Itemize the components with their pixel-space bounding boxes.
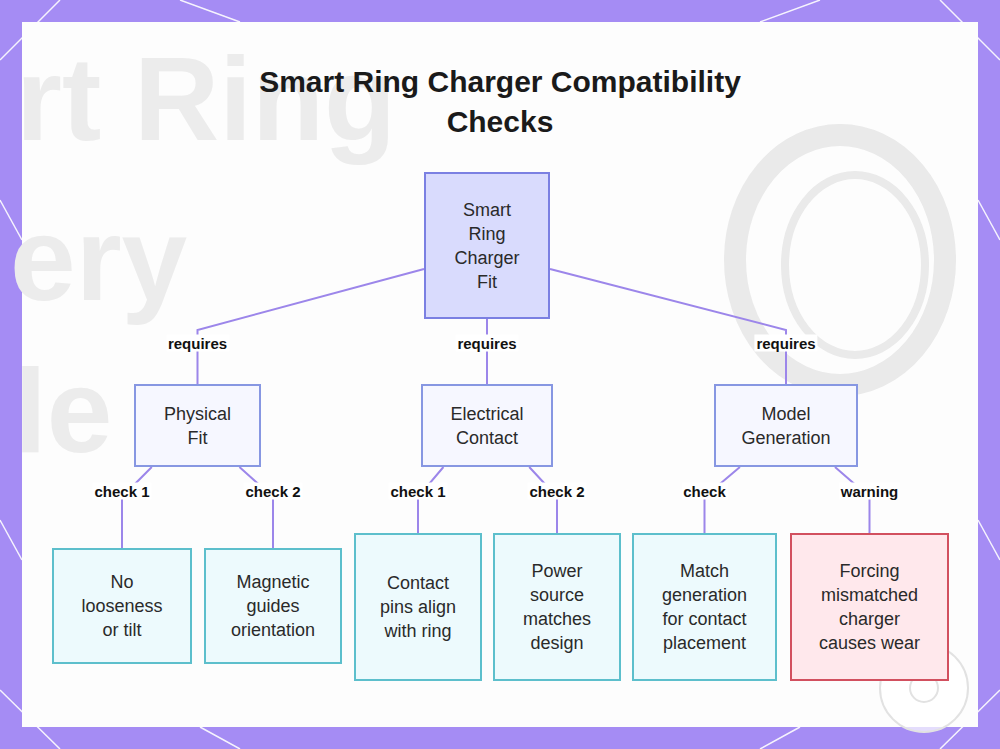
root-box: Smart Ring Charger Fit: [424, 172, 550, 319]
check-box: No looseness or tilt: [52, 548, 192, 664]
edge-label: check 2: [243, 483, 302, 500]
watermark-text: ery: [10, 200, 187, 318]
connector-line: [239, 467, 273, 548]
connector-line: [835, 467, 870, 533]
connector-line: [529, 467, 557, 533]
node-text: Model Generation: [736, 402, 836, 450]
node-text: No looseness or tilt: [78, 570, 166, 642]
connector-line: [198, 269, 425, 384]
edge-label: requires: [754, 335, 817, 352]
edge-label: requires: [455, 335, 518, 352]
check-box: Magnetic guides orientation: [204, 548, 342, 664]
ring-illustration: [735, 135, 945, 385]
connector-line: [418, 467, 443, 533]
connector-line: [550, 269, 786, 384]
diagram-title: Smart Ring Charger Compatibility Checks: [230, 62, 770, 142]
connector-line: [122, 467, 152, 548]
connector-line: [486, 319, 488, 384]
node-text: Match generation for contact placement: [658, 559, 751, 655]
watermark-text: le: [14, 352, 112, 470]
category-box: Electrical Contact: [421, 384, 553, 467]
category-box: Physical Fit: [134, 384, 261, 467]
edge-label: warning: [839, 483, 901, 500]
node-text: Physical Fit: [156, 402, 239, 450]
edge-label: check 2: [527, 483, 586, 500]
edge-label: check 1: [92, 483, 151, 500]
check-box: Contact pins align with ring: [354, 533, 482, 681]
node-text: Power source matches design: [511, 559, 603, 655]
edge-label: check 1: [388, 483, 447, 500]
edge-label: requires: [166, 335, 229, 352]
check-box: Power source matches design: [493, 533, 621, 681]
node-text: Forcing mismatched charger causes wear: [818, 559, 921, 655]
check-box: Match generation for contact placement: [632, 533, 777, 681]
node-text: Smart Ring Charger Fit: [448, 198, 526, 294]
warning-box: Forcing mismatched charger causes wear: [790, 533, 949, 681]
edge-label: check: [681, 483, 728, 500]
category-box: Model Generation: [714, 384, 858, 467]
node-text: Magnetic guides orientation: [224, 570, 322, 642]
connector-line: [705, 467, 740, 533]
watermark-text: rt Ring: [16, 40, 396, 158]
node-text: Contact pins align with ring: [372, 571, 464, 643]
node-text: Electrical Contact: [443, 402, 531, 450]
